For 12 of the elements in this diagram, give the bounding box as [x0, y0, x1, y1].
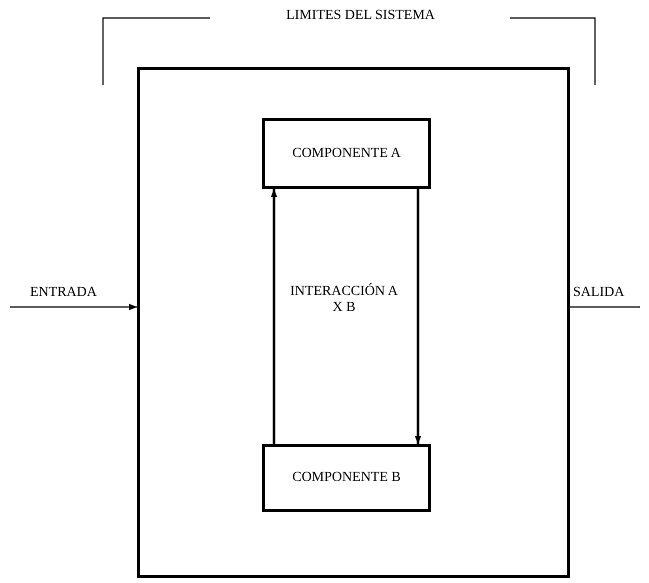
arrow [270, 189, 278, 444]
component-label: COMPONENTE A [292, 146, 401, 162]
edge-label: ENTRADA [30, 285, 97, 301]
component-label: COMPONENTE B [292, 470, 401, 486]
component-box [262, 118, 431, 189]
system-box [137, 67, 570, 578]
edge-label: SALIDA [573, 285, 624, 301]
boundary-label: LIMITES DEL SISTEMA [285, 8, 436, 24]
component-box [262, 444, 431, 512]
arrow [10, 304, 137, 310]
arrow [414, 189, 422, 444]
interaction-label: INTERACCIÓN A X B [289, 284, 399, 316]
